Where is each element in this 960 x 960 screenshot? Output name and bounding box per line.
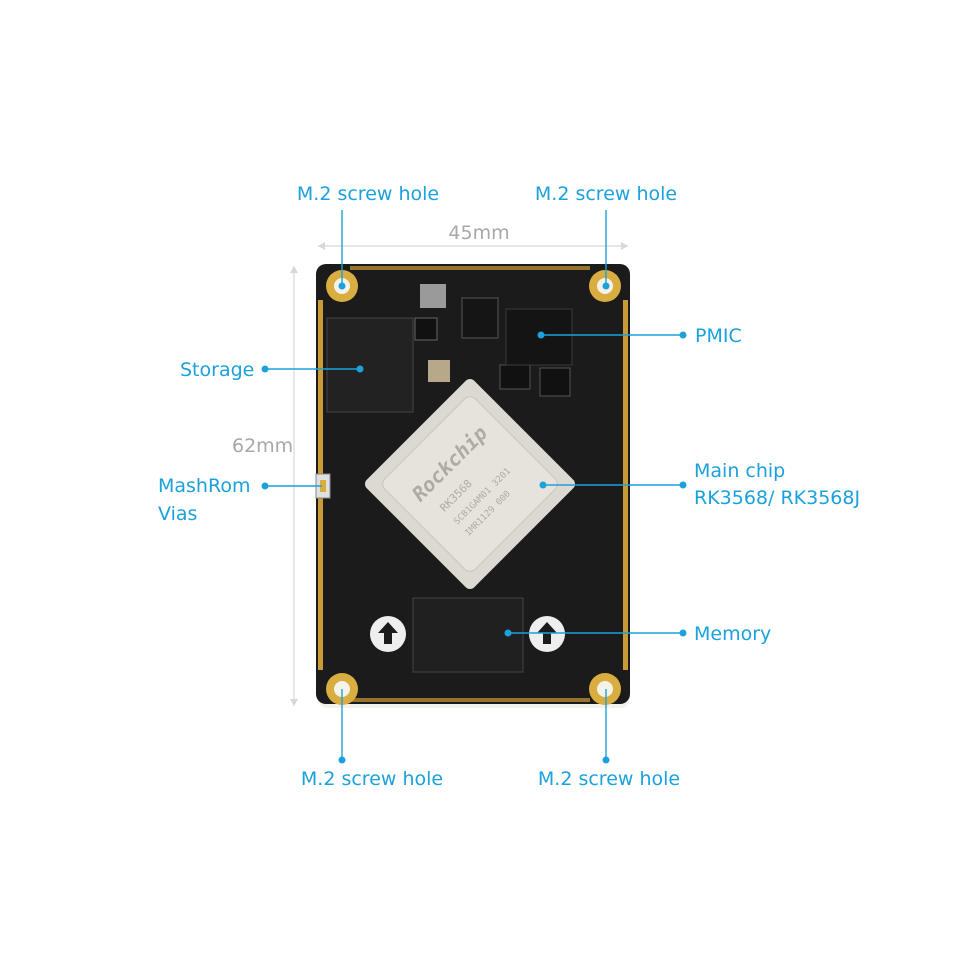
- width-label: 45mm: [448, 222, 509, 244]
- main-chip: Rockchip RK3568 SCB1GAM01 3201 IMR1129 0…: [365, 379, 575, 589]
- callout-pmic: PMIC: [537, 325, 742, 347]
- svg-text:Vias: Vias: [158, 503, 197, 525]
- svg-text:M.2 screw hole: M.2 screw hole: [301, 768, 443, 790]
- callout-mashrom: MashRom Vias: [158, 475, 322, 525]
- svg-text:MashRom: MashRom: [158, 475, 250, 497]
- svg-text:M.2 screw hole: M.2 screw hole: [538, 768, 680, 790]
- svg-text:PMIC: PMIC: [695, 325, 742, 347]
- height-label: 62mm: [232, 435, 293, 457]
- svg-text:M.2 screw hole: M.2 screw hole: [297, 183, 439, 205]
- memory-chip: [412, 597, 524, 673]
- svg-text:M.2 screw hole: M.2 screw hole: [535, 183, 677, 205]
- callout-main-chip: Main chip RK3568/ RK3568J: [539, 460, 860, 509]
- callout-screw-top-right: M.2 screw hole: [535, 183, 677, 290]
- callout-storage: Storage: [180, 359, 364, 381]
- callout-memory: Memory: [504, 623, 771, 645]
- svg-text:Storage: Storage: [180, 359, 254, 381]
- pcb-board: Rockchip RK3568 SCB1GAM01 3201 IMR1129 0…: [315, 264, 630, 708]
- arrow-up-icon: [529, 616, 565, 652]
- arrow-up-icon: [370, 616, 406, 652]
- svg-text:Memory: Memory: [694, 623, 771, 645]
- storage-chip: [326, 317, 414, 413]
- callout-screw-bottom-right: M.2 screw hole: [538, 689, 680, 790]
- svg-text:Main chip: Main chip: [694, 460, 785, 482]
- svg-text:RK3568/ RK3568J: RK3568/ RK3568J: [694, 487, 860, 509]
- callout-screw-bottom-left: M.2 screw hole: [301, 689, 443, 790]
- callout-screw-top-left: M.2 screw hole: [297, 183, 439, 290]
- screw-hole-bottom-right: [589, 673, 621, 705]
- width-dimension: 45mm: [318, 222, 628, 250]
